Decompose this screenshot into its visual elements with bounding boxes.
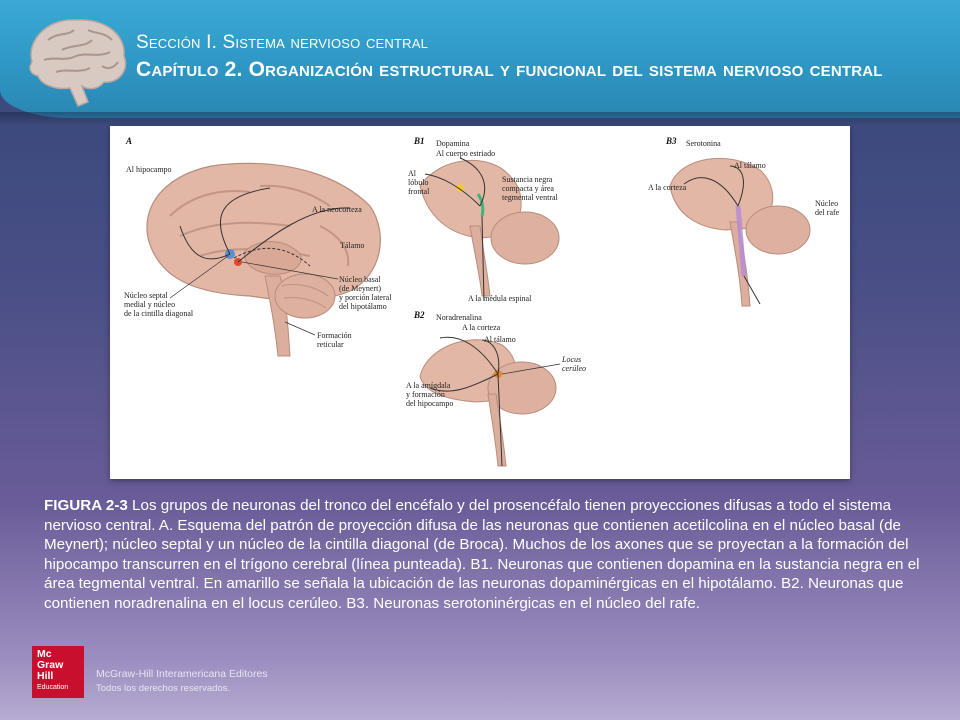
label-septal-2: medial y núcleo bbox=[124, 300, 175, 309]
label-reticular-1: Formación bbox=[317, 331, 352, 340]
label-basal-2: (de Meynert) bbox=[339, 284, 381, 293]
label-al-hipocampo: Al hipocampo bbox=[126, 165, 172, 174]
label-amigdala-1: A la amígdala bbox=[406, 381, 451, 390]
label-medula: A la médula espinal bbox=[468, 294, 532, 303]
label-neocorteza: A la neocorteza bbox=[312, 205, 362, 214]
label-dopamina: Dopamina bbox=[436, 139, 470, 148]
label-basal-1: Núcleo basal bbox=[339, 275, 381, 284]
label-negra-1: Sustancia negra bbox=[502, 175, 553, 184]
panel-b1-title: B1 bbox=[413, 136, 425, 146]
label-b2-talamo: Al tálamo bbox=[484, 335, 516, 344]
caption-figure-label: FIGURA 2-3 bbox=[44, 497, 128, 514]
section-title: Sección I. Sistema nervioso central bbox=[136, 32, 429, 53]
mcgraw-hill-logo: Mc Graw Hill Education bbox=[32, 646, 84, 698]
panel-a-drawing bbox=[146, 162, 381, 357]
label-amigdala-3: del hipocampo bbox=[406, 399, 453, 408]
panel-b3-title: B3 bbox=[665, 136, 677, 146]
chapter-title: Capítulo 2. Organización estructural y f… bbox=[136, 58, 883, 81]
brain-icon bbox=[29, 19, 127, 107]
label-b2-corteza: A la corteza bbox=[462, 323, 501, 332]
label-basal-4: del hipotálamo bbox=[339, 302, 387, 311]
label-talamo: Tálamo bbox=[340, 241, 364, 250]
figure-panel: A Al hipocampo A la neocorteza Tálamo Nú… bbox=[110, 126, 850, 479]
panel-b2-drawing bbox=[419, 336, 557, 467]
label-serotonina: Serotonina bbox=[686, 139, 721, 148]
brain-projection-figure: A Al hipocampo A la neocorteza Tálamo Nú… bbox=[124, 136, 840, 467]
label-locus-2: cerúleo bbox=[562, 364, 586, 373]
label-negra-3: tegmental ventral bbox=[502, 193, 559, 202]
panel-b1-labels: B1 Dopamina Al cuerpo estriado Al lóbulo… bbox=[408, 136, 559, 303]
label-frontal-1: Al bbox=[408, 169, 417, 178]
panel-b3-labels: B3 Serotonina Al tálamo A la corteza Núc… bbox=[648, 136, 840, 217]
header-banner bbox=[0, 0, 960, 118]
caption-text: Los grupos de neuronas del tronco del en… bbox=[44, 497, 920, 612]
label-frontal-3: frontal bbox=[408, 187, 430, 196]
label-reticular-2: reticular bbox=[317, 340, 344, 349]
logo-line-2: Graw bbox=[37, 659, 64, 671]
label-rafe-1: Núcleo bbox=[815, 199, 838, 208]
label-frontal-2: lóbulo bbox=[408, 178, 428, 187]
panel-b3-drawing bbox=[669, 157, 811, 307]
panel-a-labels: A Al hipocampo A la neocorteza Tálamo Nú… bbox=[124, 136, 392, 349]
header-shadow bbox=[0, 112, 960, 126]
panel-b2-title: B2 bbox=[413, 310, 425, 320]
label-b3-talamo: Al tálamo bbox=[734, 161, 766, 170]
label-septal-3: de la cintilla diagonal bbox=[124, 309, 194, 318]
logo-line-3: Hill bbox=[37, 670, 54, 682]
label-amigdala-2: y formación bbox=[406, 390, 445, 399]
logo-line-1: Mc bbox=[37, 648, 52, 660]
panel-b2-labels: B2 Noradrenalina A la corteza Al tálamo … bbox=[406, 310, 586, 408]
label-basal-3: y porción lateral bbox=[339, 293, 392, 302]
label-rafe-2: del rafe bbox=[815, 208, 840, 217]
rights-text: Todos los derechos reservados. bbox=[96, 683, 231, 694]
label-septal-1: Núcleo septal bbox=[124, 291, 169, 300]
label-noradrenalina: Noradrenalina bbox=[436, 313, 482, 322]
label-estriado: Al cuerpo estriado bbox=[436, 149, 495, 158]
panel-b1-drawing bbox=[419, 157, 560, 302]
label-locus-1: Locus bbox=[561, 355, 581, 364]
label-b3-corteza: A la corteza bbox=[648, 183, 687, 192]
figure-caption: FIGURA 2-3 Los grupos de neuronas del tr… bbox=[44, 496, 934, 614]
publisher-text: McGraw-Hill Interamericana Editores bbox=[96, 668, 268, 680]
label-negra-2: compacta y área bbox=[502, 184, 554, 193]
logo-education: Education bbox=[37, 684, 69, 691]
panel-a-title: A bbox=[125, 136, 132, 146]
